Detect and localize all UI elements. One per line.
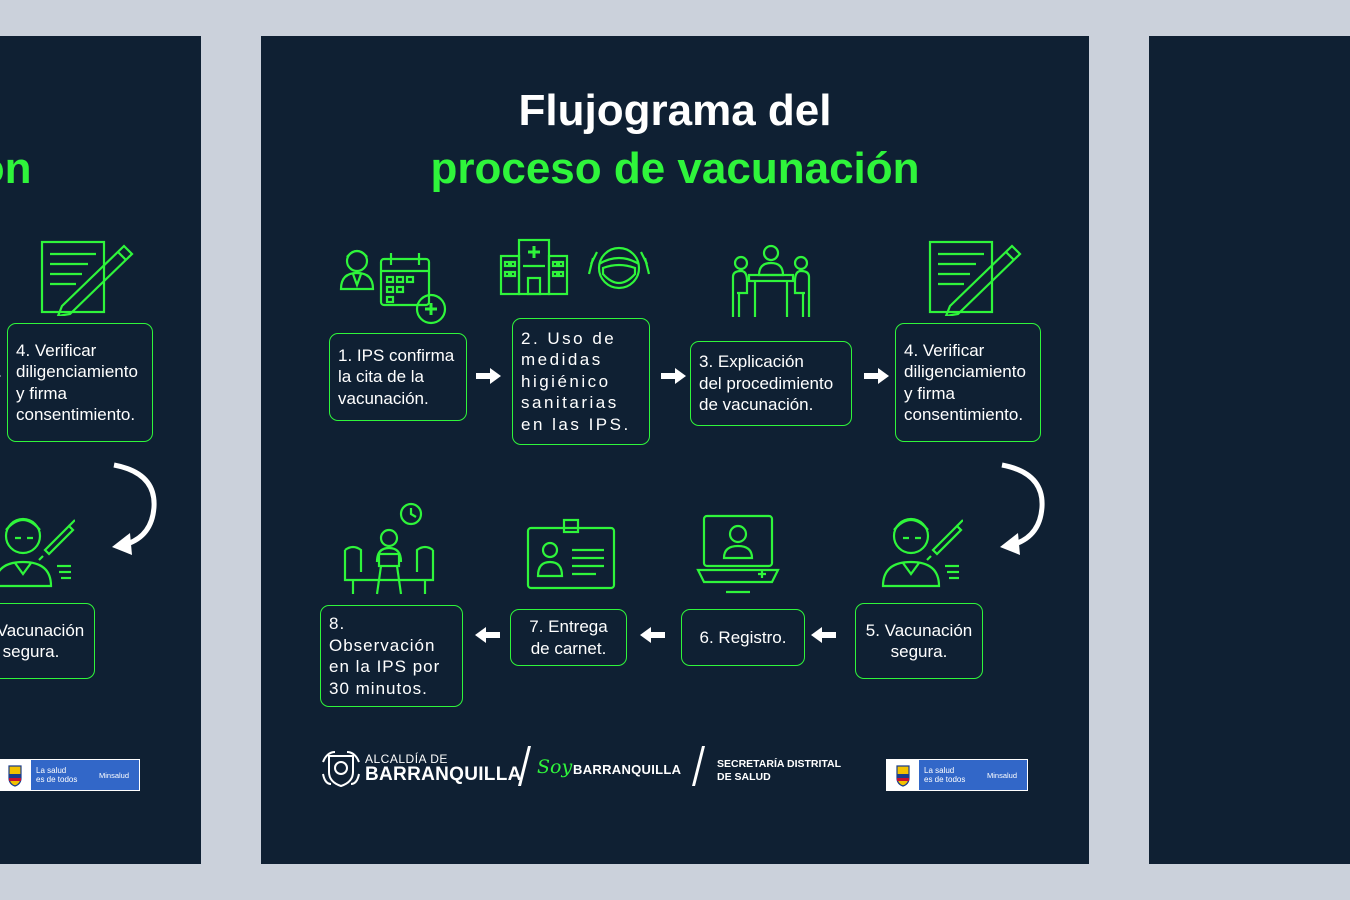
soy-logo-text: Soy (537, 756, 573, 778)
nurse-syringe-icon (0, 517, 75, 588)
curved-arrow-4-5 (112, 462, 157, 555)
step-2-box: 2. Uso de medidas higiénico sanitarias e… (512, 318, 650, 445)
step-6-box: 6. Registro. (681, 609, 805, 666)
step-5-box: 5. Vacunación segura. (855, 603, 983, 679)
alcaldia-big: BARRANQUILLA (365, 764, 522, 785)
computer-registration-icon (696, 514, 780, 594)
arrow-7-8 (475, 627, 500, 643)
step-1-box: 1. IPS confirma la cita de la vacunación… (329, 333, 467, 421)
divider-2 (692, 746, 705, 786)
signing-document-icon (40, 240, 134, 316)
curved-arrow-4-5 (1000, 462, 1045, 555)
title-line-1: Flujograma del (518, 86, 832, 135)
footer: ALCALDÍA DE BARRANQUILLA Soy BARRANQUILL… (0, 742, 201, 792)
minsalud-logo: La salud es de todos Minsalud (0, 759, 140, 791)
nurse-syringe-icon (881, 517, 963, 588)
step-5-box: 5. Vacunación segura. (0, 603, 95, 679)
poster-main: Flujograma del proceso de vacunación (261, 36, 1089, 864)
arrow-6-7 (640, 627, 665, 643)
step-7-box: 7. Entrega de carnet. (510, 609, 627, 666)
poster-left-partial: Flujograma del proceso de vacunación (0, 36, 201, 864)
footer: ALCALDÍA DE BARRANQUILLA Soy BARRANQUILL… (261, 742, 1089, 792)
id-card-icon (526, 518, 616, 590)
title-line-1: Flujograma del (0, 86, 201, 136)
step-4-box: 4. Verificar diligenciamiento y firma co… (7, 323, 153, 442)
minsalud-tagline: La salud es de todos (36, 766, 78, 784)
step-4-box: 4. Verificar diligenciamiento y firma co… (895, 323, 1041, 442)
waiting-room-icon (343, 502, 435, 595)
alcaldia-small: ALCALDÍA DE (365, 752, 448, 766)
minsalud-tagline: La salud es de todos (924, 766, 966, 784)
alcaldia-logo: ALCALDÍA DE BARRANQUILLA (321, 746, 521, 790)
face-mask-icon (587, 246, 651, 290)
signing-document-icon (928, 240, 1022, 316)
minsalud-logo: La salud es de todos Minsalud (886, 759, 1028, 791)
coat-of-arms-icon (322, 751, 360, 788)
soy-logo-city: BARRANQUILLA (573, 762, 682, 777)
consultation-icon (731, 244, 811, 317)
arrow-5-6 (811, 627, 836, 643)
title-line-2: proceso de vacunación (0, 144, 32, 193)
title-line-2: proceso de vacunación (430, 144, 920, 193)
step-3-box: 3. Explicación del procedimiento de vacu… (690, 341, 852, 426)
arrow-3-4 (0, 375, 1, 377)
arrow-2-3 (661, 368, 686, 384)
colombia-shield-icon (0, 760, 31, 790)
doctor-calendar-icon (339, 249, 447, 325)
arrow-3-4 (864, 368, 889, 384)
poster-right-partial: Flujograma del proceso de vacunación (1149, 36, 1350, 864)
colombia-shield-icon (887, 760, 919, 790)
step-8-box: 8. Observación en la IPS por 30 minutos. (320, 605, 463, 707)
minsalud-name: Minsalud (99, 771, 130, 780)
minsalud-name: Minsalud (987, 771, 1018, 780)
hospital-icon (499, 238, 569, 296)
secretaria-label: SECRETARÍA DISTRITAL DE SALUD (717, 758, 842, 783)
arrow-1-2 (476, 368, 501, 384)
